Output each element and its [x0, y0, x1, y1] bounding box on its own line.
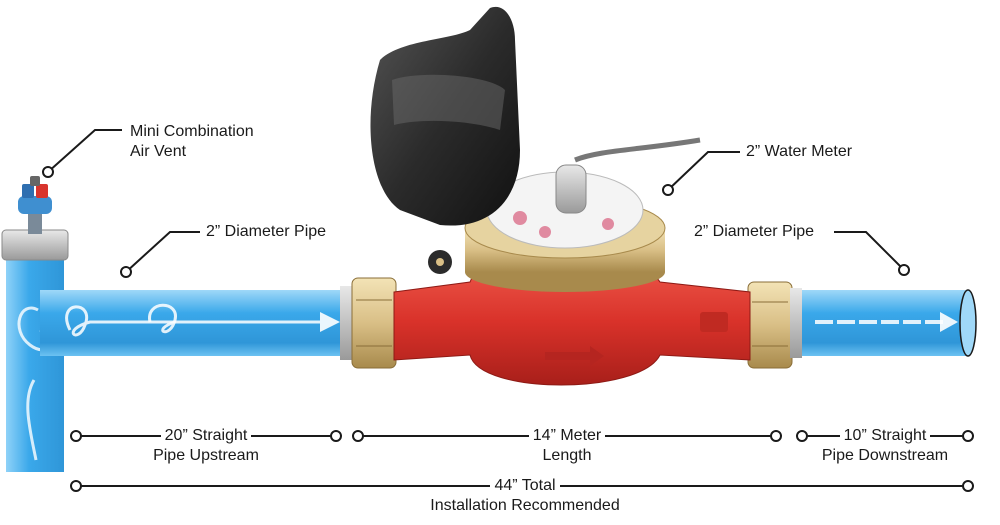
total-start-marker: [70, 480, 82, 492]
downstream-pipe: [790, 289, 977, 357]
total-dimension-line1: 44” Total: [490, 477, 560, 494]
pipe-left-leader: [125, 231, 200, 273]
meter-cover: [370, 6, 520, 226]
air-vent-leader: [47, 129, 122, 173]
downstream-dimension-label: 10” Straight Pipe Downstream: [805, 426, 965, 466]
meter-dimension-label: 14” Meter Length: [487, 426, 647, 466]
downstream-end-marker: [962, 430, 974, 442]
downstream-start-marker: [796, 430, 808, 442]
pipe-right-marker: [898, 264, 910, 276]
meter-dimension-line1: 14” Meter: [528, 427, 606, 444]
air-vent-marker: [42, 166, 54, 178]
total-dimension-line2: Installation Recommended: [430, 497, 620, 514]
right-coupling: [747, 281, 802, 369]
air-vent: [18, 176, 52, 234]
meter-dimension-line2: Length: [542, 447, 592, 464]
upstream-start-marker: [70, 430, 82, 442]
water-meter-marker: [662, 184, 674, 196]
upstream-dimension-line1: 20” Straight: [160, 427, 252, 444]
pipe-left-marker: [120, 266, 132, 278]
upstream-dimension-label: 20” Straight Pipe Upstream: [126, 426, 286, 466]
pipe-left-label: 2” Diameter Pipe: [206, 223, 327, 240]
pulse-sensor: [555, 137, 701, 214]
downstream-dimension-line1: 10” Straight: [839, 427, 931, 444]
air-vent-label-line1: Mini Combination: [130, 123, 254, 140]
pipe-right-label: 2” Diameter Pipe: [694, 223, 815, 240]
water-meter-label: 2” Water Meter: [746, 143, 853, 160]
air-vent-label: Mini Combination Air Vent: [130, 122, 254, 162]
water-meter-leader: [667, 151, 740, 191]
pipe-right-leader: [834, 231, 905, 271]
air-vent-label-line2: Air Vent: [130, 143, 187, 160]
meter-body: [393, 250, 751, 386]
upstream-end-marker: [330, 430, 342, 442]
callout-leaders: [47, 129, 905, 273]
meter-start-marker: [352, 430, 364, 442]
upstream-pipe: [40, 290, 358, 356]
total-dimension-label: 44” Total Installation Recommended: [400, 476, 650, 516]
meter-end-marker: [770, 430, 782, 442]
left-coupling: [340, 277, 397, 369]
downstream-dimension-line2: Pipe Downstream: [821, 447, 949, 464]
upstream-dimension-line2: Pipe Upstream: [153, 447, 259, 464]
total-end-marker: [962, 480, 974, 492]
